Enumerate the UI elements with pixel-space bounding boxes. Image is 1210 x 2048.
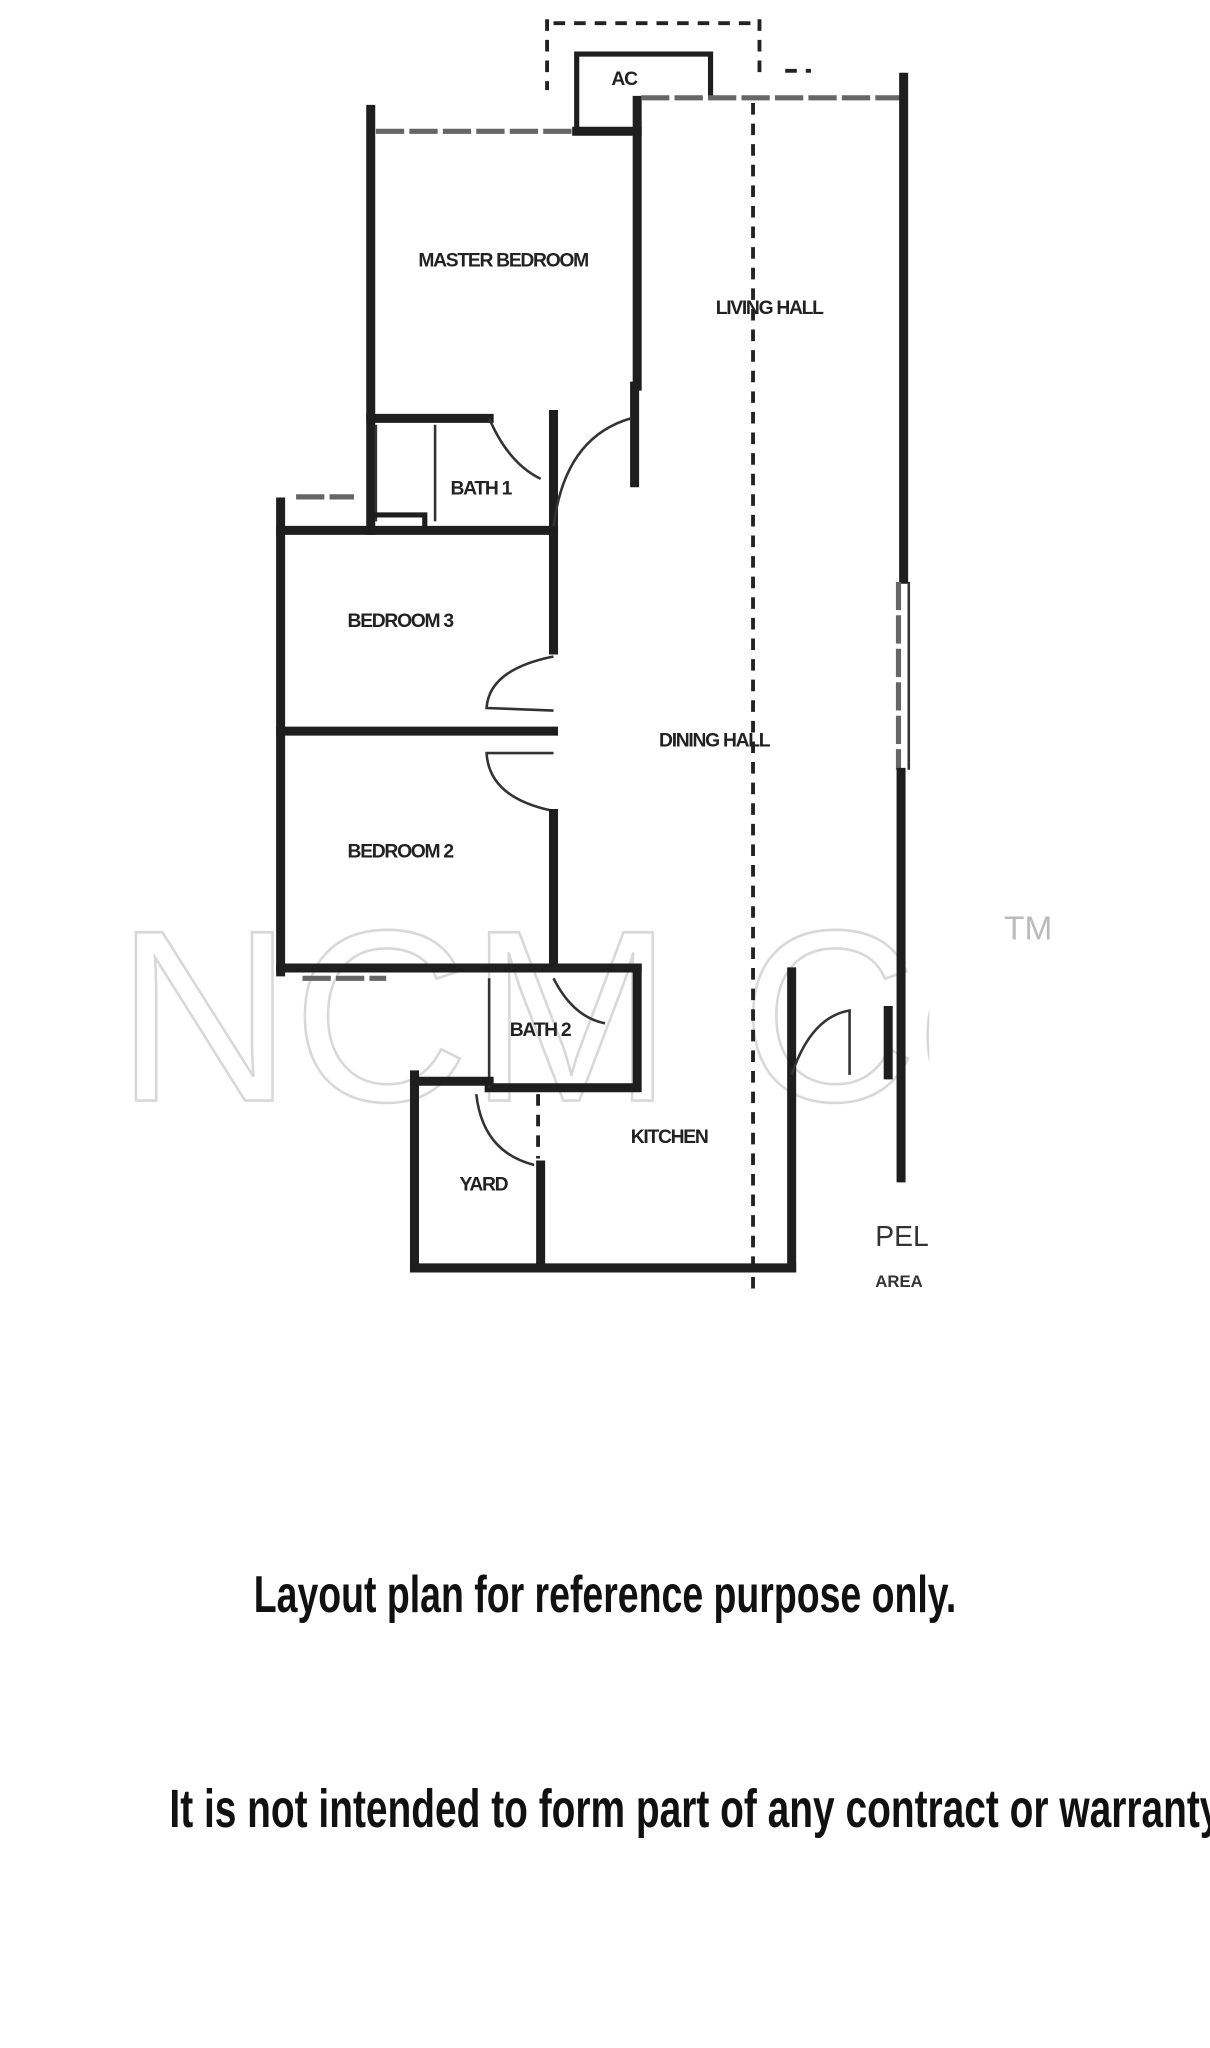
disclaimer-line-1: Layout plan for reference purpose only. (253, 1566, 957, 1624)
bedroom-walls (276, 494, 642, 981)
plan-crop-mask (929, 0, 1210, 1313)
ac-ledge (545, 19, 811, 132)
label-pel: PEL (875, 1220, 928, 1252)
label-master-bedroom: MASTER BEDROOM (418, 250, 588, 271)
label-dining-hall: DINING HALL (659, 731, 771, 752)
label-living-hall: LIVING HALL (716, 298, 824, 319)
exterior-walls (641, 72, 911, 1294)
label-yard: YARD (460, 1175, 509, 1196)
bath1-walls (373, 409, 632, 535)
service-walls (409, 963, 893, 1273)
label-bath1: BATH 1 (451, 478, 513, 499)
label-kitchen: KITCHEN (631, 1127, 708, 1148)
master-bedroom-walls (366, 95, 642, 535)
trademark: TM (1004, 911, 1052, 948)
label-ac: AC (611, 69, 638, 90)
label-bath2: BATH 2 (510, 1020, 571, 1041)
label-area: AREA (875, 1272, 922, 1291)
disclaimer-line-2: It is not intended to form part of any c… (169, 1779, 1210, 1839)
label-bedroom3: BEDROOM 3 (348, 611, 455, 632)
label-bedroom2: BEDROOM 2 (348, 841, 454, 862)
